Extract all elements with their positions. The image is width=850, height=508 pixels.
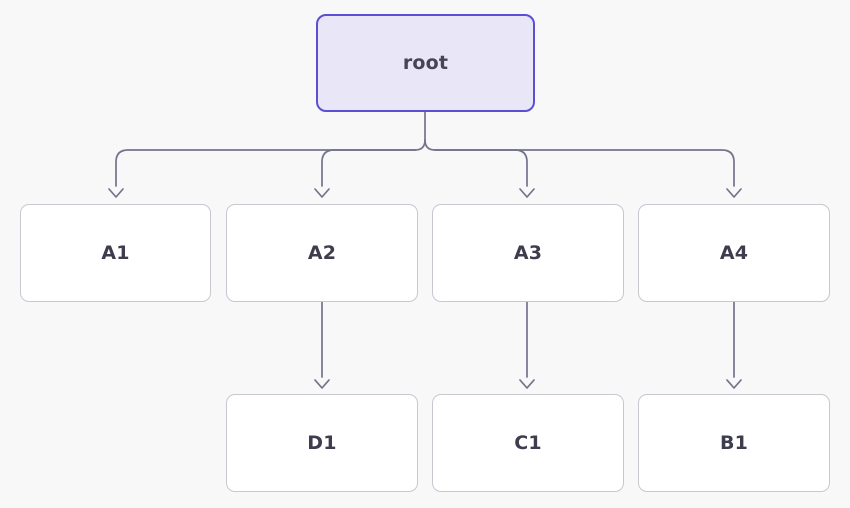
node-label: A2 (307, 241, 337, 264)
arrowhead-d1 (314, 379, 330, 389)
arrowhead-b1 (726, 379, 742, 389)
node-root[interactable]: root (316, 14, 535, 112)
node-label: D1 (307, 431, 337, 454)
node-label: A3 (513, 241, 543, 264)
node-label: A4 (719, 241, 749, 264)
node-label: A1 (101, 241, 130, 264)
edge-root-to-a1 (115, 149, 416, 187)
edge-root-stem (424, 111, 436, 151)
edge-root-stem-left (414, 139, 426, 151)
node-a2[interactable]: A2 (226, 204, 418, 302)
arrowhead-a3 (519, 188, 535, 198)
node-a3[interactable]: A3 (432, 204, 624, 302)
node-d1[interactable]: D1 (226, 394, 418, 492)
arrowhead-a2 (314, 188, 330, 198)
node-a4[interactable]: A4 (638, 204, 830, 302)
arrowhead-a4 (726, 188, 742, 198)
edge-root-to-a4 (434, 149, 735, 187)
node-label: C1 (514, 431, 542, 454)
edge-root-to-a3 (434, 149, 528, 187)
arrowhead-a1 (108, 188, 124, 198)
node-c1[interactable]: C1 (432, 394, 624, 492)
arrowhead-c1 (519, 379, 535, 389)
node-label: root (402, 51, 449, 74)
edge-root-to-a2 (321, 149, 416, 187)
node-label: B1 (719, 431, 749, 454)
node-a1[interactable]: A1 (20, 204, 211, 302)
node-b1[interactable]: B1 (638, 394, 830, 492)
